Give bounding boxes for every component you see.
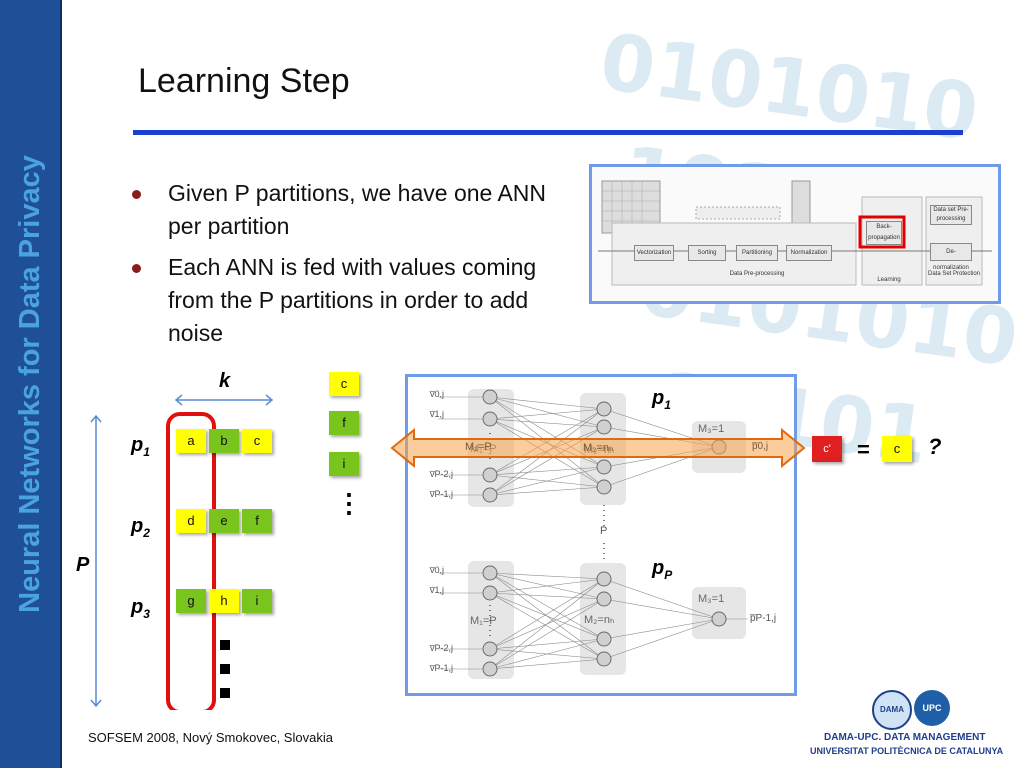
- matrix-arrows: [90, 394, 274, 710]
- column-cell-i: i: [329, 452, 359, 476]
- ann-m1-bottom: M₁=P: [470, 615, 497, 627]
- cell-h: h: [209, 589, 239, 613]
- ann-input-label: v̅P-1,j: [430, 489, 454, 499]
- bullet-dot: [132, 190, 141, 199]
- output-cell-c-prime: c': [812, 436, 842, 462]
- ann-input-label: v̅P-2,j: [430, 469, 454, 479]
- column-cell-c: c: [329, 372, 359, 396]
- row-label-p2: p2: [131, 515, 150, 540]
- ann-output-bottom: p̅P-1,j: [750, 613, 777, 624]
- diagram-box-data-set-preprocessing: Data set Pre-processing: [930, 205, 972, 225]
- svg-text:0101010: 0101010: [595, 17, 984, 159]
- bullet-dot: [132, 264, 141, 273]
- continuation-square: [220, 640, 230, 650]
- ann-input-label: v̅1,j: [430, 585, 445, 595]
- diagram-caption-preprocessing: Data Pre-processing: [729, 271, 785, 277]
- input-output-arrow: [390, 428, 806, 468]
- cell-f: f: [242, 509, 272, 533]
- diagram-box-vectorization: Vectorization: [634, 245, 674, 261]
- slide-title: Learning Step: [138, 62, 350, 100]
- column-cell-f: f: [329, 411, 359, 435]
- title-underline: [133, 130, 963, 135]
- diagram-box-partitioning: Partitioning: [736, 245, 778, 261]
- logo-line-2: UNIVERSITAT POLITÈCNICA DE CATALUNYA: [810, 746, 1004, 756]
- bullet-text: Given P partitions, we have one ANN per …: [168, 180, 547, 239]
- ann-label-pP: pP: [652, 557, 673, 582]
- sidebar: [0, 0, 62, 768]
- row-label-p1: p1: [131, 434, 150, 459]
- diagram-caption-learning: Learning: [877, 277, 901, 283]
- arrow-output-label: p̅0,j: [752, 441, 769, 452]
- process-diagram: Vectorization Sorting Partitioning Norma…: [589, 164, 1001, 304]
- ann-label-p1: p1: [652, 387, 671, 412]
- cell-b: b: [209, 429, 239, 453]
- bullet-text: Each ANN is fed with values coming from …: [168, 254, 537, 346]
- ann-input-label: v̅P-1,j: [430, 663, 454, 673]
- column-vertical-dots: ⋮: [336, 488, 362, 518]
- arrow-m2-label: M₂=nₕ: [583, 442, 614, 454]
- upc-logo: UPC: [914, 690, 950, 726]
- ann-input-label: v̅P-2,j: [430, 643, 454, 653]
- process-diagram-svg: [598, 180, 992, 286]
- ann-m3-top: M₃=1: [698, 423, 725, 435]
- equals-sign: =: [857, 437, 870, 462]
- ann-input-label: v̅0,j: [430, 389, 445, 399]
- ann-diagram: v̅0,j v̅1,j v̅P-2,j v̅P-1,j v̅0,j v̅1,j …: [405, 374, 797, 696]
- bullet-2: Each ANN is fed with values coming from …: [132, 251, 572, 351]
- diagram-box-backpropagation: Back-propagation: [866, 221, 902, 245]
- dama-logo: DAMA: [872, 690, 912, 730]
- logos: DAMA UPC DAMA-UPC. DATA MANAGEMENT UNIVE…: [810, 688, 1020, 763]
- cell-c: c: [242, 429, 272, 453]
- cell-i: i: [242, 589, 272, 613]
- P-label: P: [76, 554, 90, 576]
- k-label: k: [219, 370, 231, 392]
- cell-g: g: [176, 589, 206, 613]
- diagram-box-denormalization: De-normalization: [930, 243, 972, 271]
- diagram-box-normalization: Normalization: [786, 245, 832, 261]
- ann-m2-bottom: M₂=nₕ: [584, 614, 615, 626]
- footer-text: SOFSEM 2008, Nový Smokovec, Slovakia: [88, 730, 333, 745]
- target-cell-c: c: [882, 436, 912, 462]
- continuation-square: [220, 664, 230, 674]
- diagram-caption-protection: Data Set Protection: [927, 271, 981, 277]
- cell-a: a: [176, 429, 206, 453]
- ann-input-label: v̅1,j: [430, 409, 445, 419]
- sidebar-title: Neural Networks for Data Privacy: [14, 155, 46, 613]
- cell-d: d: [176, 509, 206, 533]
- bullet-1: Given P partitions, we have one ANN per …: [132, 177, 572, 247]
- cell-e: e: [209, 509, 239, 533]
- logo-line-1: DAMA-UPC. DATA MANAGEMENT: [824, 732, 986, 743]
- ann-input-label: v̅0,j: [430, 565, 445, 575]
- row-label-p3: p3: [131, 596, 150, 621]
- ann-m3-bottom: M₃=1: [698, 593, 725, 605]
- diagram-box-sorting: Sorting: [688, 245, 726, 261]
- arrow-m1-label: M₁=P: [465, 441, 492, 453]
- question-mark: ?: [928, 434, 942, 459]
- ann-middle-P: P: [600, 525, 608, 537]
- continuation-square: [220, 688, 230, 698]
